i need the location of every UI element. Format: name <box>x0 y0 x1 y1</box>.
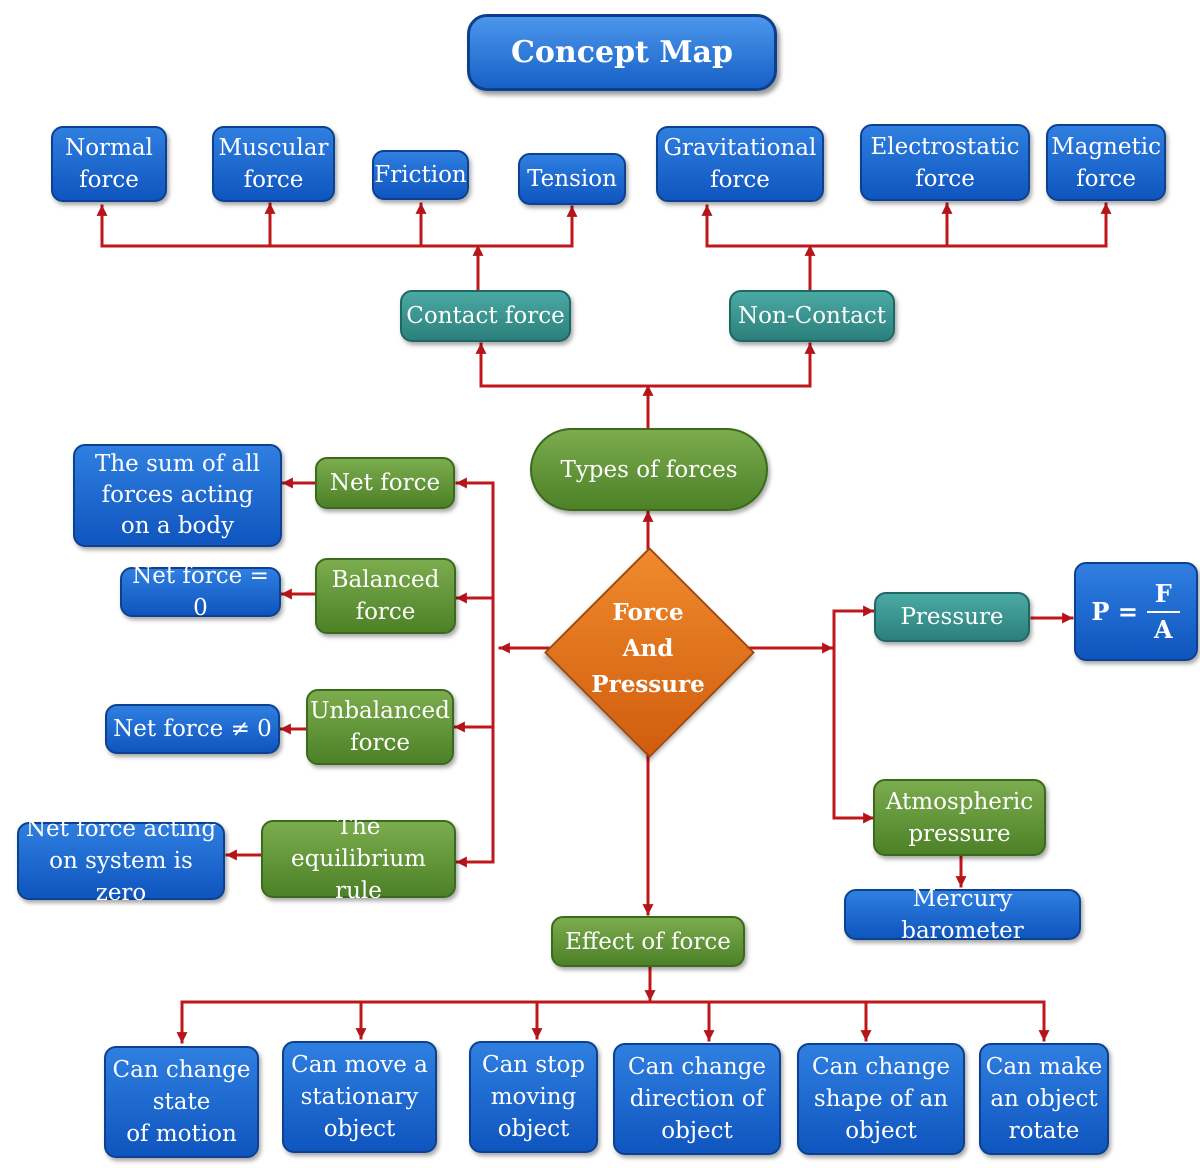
effect-of-force-box: Effect of force <box>551 916 745 967</box>
balanced-definition: Net force = 0 <box>120 563 281 621</box>
pressure-box: Pressure <box>874 592 1030 642</box>
non-contact-box: Non-Contact <box>729 290 895 342</box>
friction-box: Friction <box>372 150 469 200</box>
formula-numerator: F <box>1146 577 1180 613</box>
formula-denominator: A <box>1153 614 1173 644</box>
tension-box: Tension <box>518 153 626 205</box>
formula-fraction: F A <box>1146 577 1181 647</box>
mercury-barometer-box: Mercury barometer <box>844 886 1081 944</box>
contact-force-box: Contact force <box>400 290 571 342</box>
concept-map-title: Concept Map <box>467 14 777 91</box>
types-of-forces-box: Types of forces <box>530 428 768 511</box>
net-force-box: Net force <box>315 457 455 509</box>
unbalanced-definition: Net force ≠ 0 <box>105 704 280 754</box>
pressure-formula-box: P = F A <box>1074 562 1198 661</box>
formula-lhs: P = <box>1091 596 1138 626</box>
